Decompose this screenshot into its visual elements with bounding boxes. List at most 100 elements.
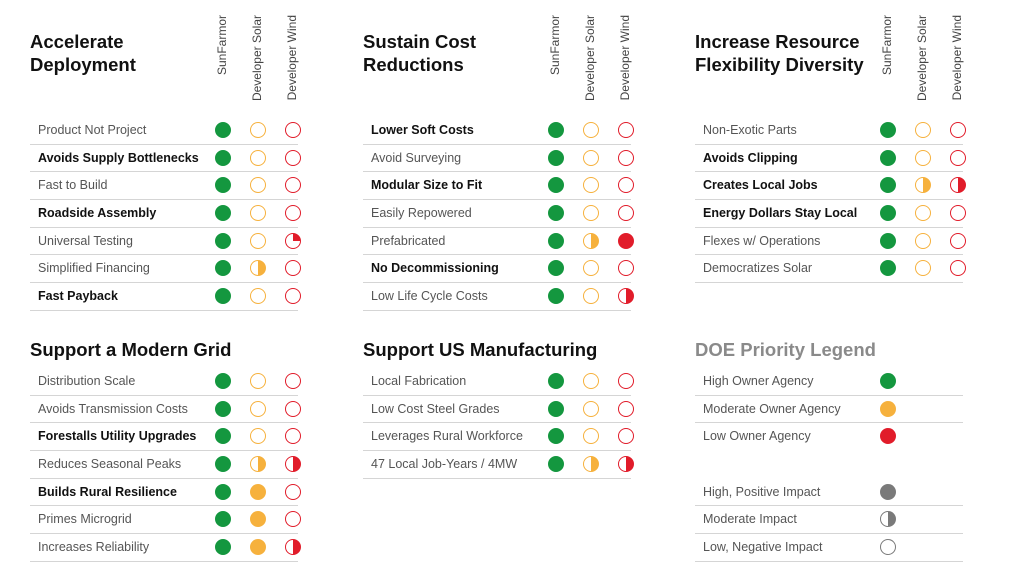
row-label: Builds Rural Resilience bbox=[38, 484, 177, 499]
status-dot-orange-empty-icon bbox=[915, 232, 931, 249]
table-row: Increases Reliability bbox=[30, 534, 301, 562]
table-row: Simplified Financing bbox=[30, 255, 301, 284]
legend-label: Moderate Owner Agency bbox=[703, 401, 841, 416]
status-dot-orange-empty-icon bbox=[250, 232, 266, 249]
table-row: Primes Microgrid bbox=[30, 506, 301, 535]
status-dot-red-empty-icon bbox=[618, 205, 634, 222]
row-label: Local Fabrication bbox=[371, 374, 467, 388]
status-dot-green-full-icon bbox=[548, 400, 564, 417]
row-label: Energy Dollars Stay Local bbox=[703, 206, 858, 221]
status-dot-red-empty-icon bbox=[618, 400, 634, 417]
table-row: Fast Payback bbox=[30, 283, 301, 311]
status-dot-green-full-icon bbox=[548, 428, 564, 445]
status-dot-green-full-icon bbox=[215, 122, 231, 138]
status-dot-orange-empty-icon bbox=[250, 428, 266, 445]
row-label: Forestalls Utility Upgrades bbox=[38, 429, 197, 444]
status-dot-red-empty-icon bbox=[285, 373, 301, 389]
column-header-developer-solar: Developer Solar bbox=[583, 15, 597, 102]
table-row: Democratizes Solar bbox=[695, 255, 966, 284]
status-dot-orange-empty-icon bbox=[915, 205, 931, 222]
status-dot-red-full-icon bbox=[618, 232, 634, 249]
panel-title: Support US Manufacturing bbox=[363, 338, 663, 361]
legend-orange-full-icon bbox=[880, 400, 896, 417]
table-row: Fast to Build bbox=[30, 172, 301, 201]
status-dot-orange-empty-icon bbox=[250, 122, 266, 138]
status-dot-red-half-icon bbox=[285, 539, 301, 556]
status-dot-green-full-icon bbox=[215, 428, 231, 445]
row-label: Easily Repowered bbox=[371, 206, 472, 221]
status-dot-green-full-icon bbox=[215, 373, 231, 389]
legend-title: DOE Priority Legend bbox=[695, 339, 876, 360]
status-dot-orange-empty-icon bbox=[583, 400, 599, 417]
status-dot-orange-empty-icon bbox=[915, 149, 931, 166]
row-label: Simplified Financing bbox=[38, 261, 150, 276]
status-dot-red-empty-icon bbox=[285, 205, 301, 222]
row-label: Fast Payback bbox=[38, 289, 118, 304]
status-dot-orange-empty-icon bbox=[915, 260, 931, 277]
legend-row: Moderate Owner Agency bbox=[695, 396, 963, 424]
status-dot-orange-half-icon bbox=[583, 456, 599, 473]
status-dot-green-full-icon bbox=[548, 260, 564, 277]
panel-title-line2: Flexibility Diversity bbox=[695, 54, 864, 75]
column-header-sunfarmor: SunFarmor bbox=[880, 15, 894, 76]
column-header-sunfarmor: SunFarmor bbox=[215, 15, 229, 76]
status-dot-orange-full-icon bbox=[250, 511, 266, 528]
legend-row: High, Positive Impact bbox=[695, 479, 963, 507]
row-label: No Decommissioning bbox=[371, 261, 499, 276]
status-dot-green-full-icon bbox=[880, 260, 896, 277]
status-dot-red-half-icon bbox=[618, 456, 634, 473]
panel-title: Support a Modern Grid bbox=[30, 338, 330, 361]
column-header-developer-wind: Developer Wind bbox=[618, 15, 632, 101]
legend-row: Moderate Impact bbox=[695, 506, 963, 535]
table-row: Lower Soft Costs bbox=[363, 117, 634, 145]
status-dot-green-full-icon bbox=[548, 177, 564, 194]
status-dot-green-full-icon bbox=[215, 232, 231, 249]
status-dot-red-empty-icon bbox=[285, 177, 301, 194]
column-header-developer-solar: Developer Solar bbox=[250, 15, 264, 102]
row-label: Distribution Scale bbox=[38, 374, 136, 388]
status-dot-green-full-icon bbox=[548, 149, 564, 166]
status-dot-green-full-icon bbox=[215, 539, 231, 556]
legend-gray-full-icon bbox=[880, 483, 896, 500]
panel-title-line1: Support a Modern Grid bbox=[30, 339, 232, 360]
table-row: Forestalls Utility Upgrades bbox=[30, 423, 301, 452]
legend-label: Moderate Impact bbox=[703, 512, 797, 527]
row-label: Avoids Clipping bbox=[703, 150, 798, 165]
status-dot-red-empty-icon bbox=[618, 428, 634, 445]
status-dot-green-full-icon bbox=[215, 456, 231, 473]
row-label: Prefabricated bbox=[371, 233, 446, 248]
status-dot-red-empty-icon bbox=[950, 122, 966, 138]
table-row: Leverages Rural Workforce bbox=[363, 423, 634, 452]
status-dot-orange-full-icon bbox=[250, 539, 266, 556]
row-label: Low Life Cycle Costs bbox=[371, 289, 488, 304]
status-dot-red-empty-icon bbox=[618, 122, 634, 138]
table-row: Prefabricated bbox=[363, 228, 634, 256]
status-dot-green-full-icon bbox=[548, 373, 564, 389]
status-dot-red-empty-icon bbox=[950, 205, 966, 222]
legend-label: Low Owner Agency bbox=[703, 429, 811, 444]
status-dot-red-empty-icon bbox=[950, 260, 966, 277]
table-row: Product Not Project bbox=[30, 117, 301, 145]
panel-title-line1: Increase Resource bbox=[695, 31, 860, 52]
status-dot-green-full-icon bbox=[880, 149, 896, 166]
table-row: Distribution Scale bbox=[30, 368, 301, 396]
status-dot-red-empty-icon bbox=[285, 483, 301, 500]
status-dot-green-full-icon bbox=[880, 205, 896, 222]
column-header-sunfarmor: SunFarmor bbox=[548, 15, 562, 76]
status-dot-orange-empty-icon bbox=[250, 373, 266, 389]
table-row: Local Fabrication bbox=[363, 368, 634, 396]
status-dot-orange-half-icon bbox=[915, 177, 931, 194]
row-label: Increases Reliability bbox=[38, 540, 150, 555]
row-label: Leverages Rural Workforce bbox=[371, 429, 523, 444]
table-row: Avoids Transmission Costs bbox=[30, 396, 301, 424]
row-label: Reduces Seasonal Peaks bbox=[38, 457, 182, 472]
status-dot-orange-empty-icon bbox=[250, 288, 266, 305]
status-dot-green-full-icon bbox=[215, 149, 231, 166]
status-dot-green-full-icon bbox=[215, 400, 231, 417]
legend-label: High Owner Agency bbox=[703, 374, 814, 388]
table-row: Roadside Assembly bbox=[30, 200, 301, 228]
status-dot-green-full-icon bbox=[548, 288, 564, 305]
row-label: Low Cost Steel Grades bbox=[371, 401, 500, 416]
status-dot-green-full-icon bbox=[215, 205, 231, 222]
